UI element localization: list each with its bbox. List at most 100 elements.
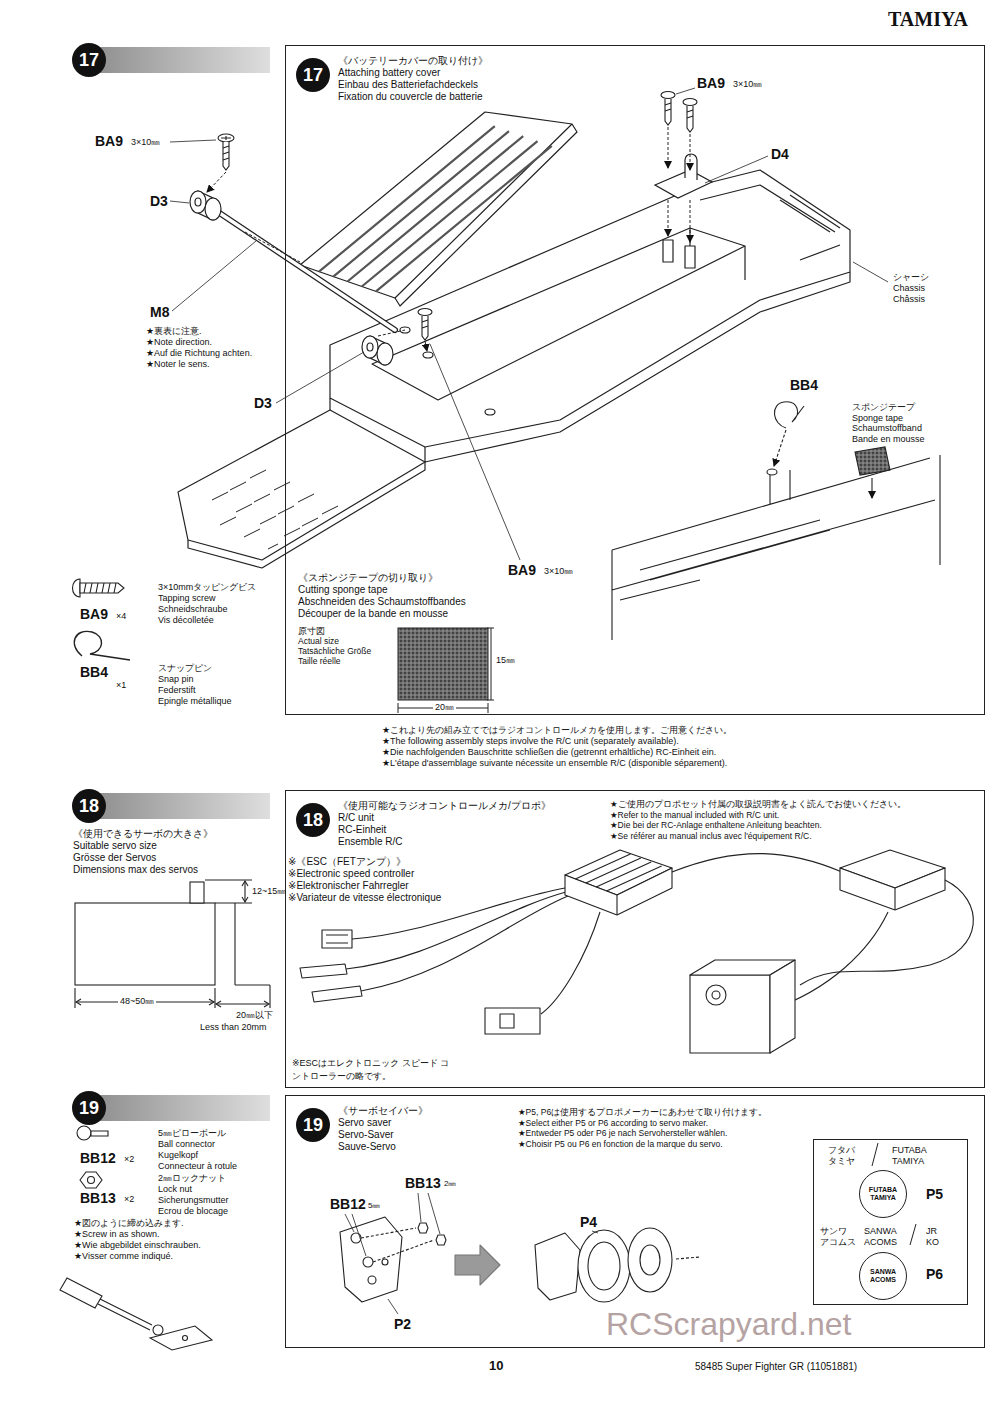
servo-saver-drawing <box>418 1223 428 1233</box>
dimension: 12~15㎜ <box>252 886 286 896</box>
assembly-arrow <box>668 200 669 236</box>
servo-saver-drawing <box>588 1242 620 1290</box>
rc-unit-drawing <box>800 880 973 985</box>
part-name: Epingle métallique <box>158 696 232 707</box>
part-name: 2㎜ロックナット <box>158 1173 229 1184</box>
servo-size-drawing <box>269 985 270 1008</box>
note-text: ★The following assembly steps involve th… <box>382 736 732 747</box>
part-name: Lock nut <box>158 1184 229 1195</box>
stopper-part <box>685 154 697 180</box>
part-name: Sicherungsmutter <box>158 1195 229 1206</box>
part-icon <box>73 579 81 597</box>
assembly-arrow <box>690 200 691 242</box>
text-group: BA9 <box>508 562 536 578</box>
text-group: BB13 <box>80 1190 116 1206</box>
note-text: ★P5, P6は使用するプロポメーカーにあわせて取り付けます。 <box>518 1107 767 1118</box>
assembly-arrow <box>245 232 300 262</box>
step-number-text: 19 <box>303 1115 323 1136</box>
servo-saver-drawing <box>640 1245 660 1275</box>
step-number-text: 17 <box>303 65 323 86</box>
chassis-drawing <box>178 170 850 568</box>
rc-unit-drawing <box>616 895 617 915</box>
text-group: 12~15㎜ <box>252 886 286 896</box>
servo-size-drawing <box>216 1001 269 1007</box>
part-code: D4 <box>771 146 789 162</box>
step-heading: Servo saver <box>338 1117 391 1129</box>
maker-name: P6 <box>926 1266 943 1282</box>
chassis-drawing <box>485 409 495 415</box>
hinge-collar <box>190 191 206 213</box>
part-code: M8 <box>150 304 169 320</box>
rc-unit-drawing <box>690 975 770 1053</box>
text-group: 48~50㎜ <box>118 996 156 1006</box>
section-heading: 《使用できるサーボの大きさ》 <box>73 828 213 840</box>
maker-separator <box>910 1224 916 1245</box>
text-group: ★図のように締め込みます.★Screw in as shown.★Wie abg… <box>74 1218 209 1262</box>
step-heading: 《バッテリーカバーの取り付け》 <box>338 55 488 67</box>
part-code: BB4 <box>80 664 108 680</box>
text-group: TAMIYA <box>888 8 968 31</box>
dimension: 20㎜ <box>433 702 456 712</box>
maker-name: JR <box>926 1226 937 1236</box>
text-group: ※《ESC（FETアンプ）》※Electronic speed controll… <box>288 856 441 904</box>
step-number: 18 <box>72 789 106 823</box>
text-group: BA9 <box>697 75 725 91</box>
note-text: ★Entweder P5 oder P6 je nach Servoherste… <box>518 1128 767 1139</box>
note-text: ★Refer to the manual included with R/C u… <box>610 810 906 821</box>
chassis-drawing <box>178 410 425 560</box>
servo-size-drawing <box>215 902 252 903</box>
servo-saver-disc: SANWAACOMS <box>859 1252 907 1300</box>
text-group: ★P5, P6は使用するプロポメーカーにあわせて取り付けます。★Select e… <box>518 1107 767 1149</box>
text-group: 《スポンジテープの切り取り》Cutting sponge tapeAbschne… <box>298 572 466 620</box>
note-text: 原寸図 <box>298 626 371 636</box>
text-group: ×2 <box>124 1194 134 1204</box>
tapping-screw <box>687 110 693 118</box>
sponge-cutting-template <box>487 628 494 629</box>
part-code: BA9 <box>80 606 108 622</box>
servo-saver-drawing <box>363 1257 373 1267</box>
page-number: 10 <box>489 1358 503 1373</box>
servo-saver-drawing <box>455 1245 500 1285</box>
note-text: ★Screw in as shown. <box>74 1229 209 1240</box>
step-heading: 《サーボセイバー》 <box>338 1105 428 1117</box>
note-text: ※ESCはエレクトロニック スピード コントローラーの略です。 <box>292 1057 452 1083</box>
text-group: D3 <box>254 395 272 411</box>
text-group: BA9 <box>80 606 108 622</box>
maker-name: タミヤ <box>828 1156 855 1166</box>
hinge-collar <box>377 343 393 365</box>
step-number-text: 18 <box>79 796 99 817</box>
text-group: 原寸図Actual sizeTatsächliche GrößeTaille r… <box>298 626 371 666</box>
text-group: BB13 <box>405 1175 441 1191</box>
hinge-collar <box>367 343 373 351</box>
battery-cover <box>319 126 552 291</box>
assembly-arrow <box>425 341 427 351</box>
step-heading: Fixation du couvercle de batterie <box>338 91 483 103</box>
text-group: P2 <box>394 1316 411 1332</box>
part-quantity: ×4 <box>116 611 126 621</box>
step-heading: Sauve-Servo <box>338 1141 396 1153</box>
part-icon <box>74 631 130 660</box>
part-name: Tapping screw <box>158 593 256 604</box>
text-group: 58485 Super Fighter GR (11051881) <box>695 1361 857 1373</box>
servo-saver-drawing <box>535 1233 580 1300</box>
screwdriver-drawing <box>183 1336 188 1341</box>
dimension: Less than 20mm <box>200 1022 267 1032</box>
step-heading: Servo-Saver <box>338 1129 394 1141</box>
tapping-screw <box>418 309 432 316</box>
note-text: ★Auf die Richtung achten. <box>146 348 252 359</box>
text-group: D4 <box>771 146 789 162</box>
servo-size-drawing <box>75 903 215 985</box>
text-group: 《使用できるサーボの大きさ》Suitable servo sizeGrösse … <box>73 828 213 876</box>
servo-size-drawing <box>214 988 215 1008</box>
servo-size-drawing <box>190 882 204 903</box>
tapping-screw <box>422 316 428 340</box>
part-code: BA9 <box>95 133 123 149</box>
rc-unit-drawing <box>541 912 600 1014</box>
assembly-arrow <box>207 127 690 351</box>
maker-name: アコムス <box>820 1237 856 1247</box>
part-name: Kugelkopf <box>158 1150 237 1161</box>
leader-line <box>428 1193 440 1234</box>
leader-line <box>170 140 216 142</box>
